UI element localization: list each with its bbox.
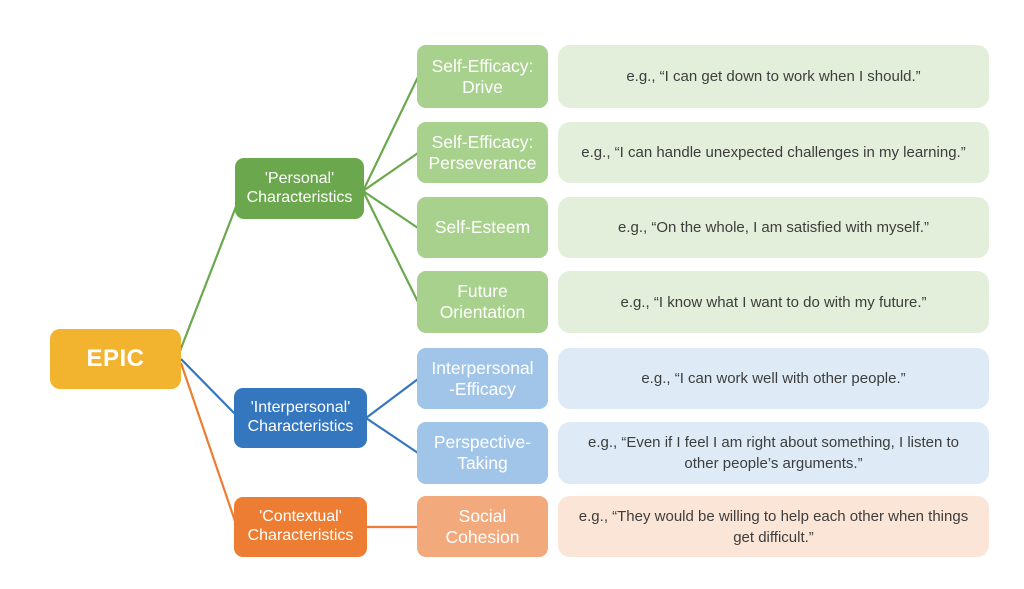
connector-personal-drive <box>362 76 419 192</box>
node-interpersonal-efficacy: Interpersonal -Efficacy <box>417 348 548 409</box>
node-future-orientation: Future Orientation <box>417 271 548 333</box>
connector-interpersonal-perspective <box>365 417 419 454</box>
example-self-esteem: e.g., “On the whole, I am satisfied with… <box>558 197 989 258</box>
example-self-efficacy-perseverance: e.g., “I can handle unexpected challenge… <box>558 122 989 183</box>
connector-personal-future <box>362 190 419 303</box>
branch-interpersonal-characteristics: 'Interpersonal' Characteristics <box>234 388 367 448</box>
node-social-cohesion: Social Cohesion <box>417 496 548 557</box>
example-social-cohesion: e.g., “They would be willing to help eac… <box>558 496 989 557</box>
example-interpersonal-efficacy: e.g., “I can work well with other people… <box>558 348 989 409</box>
node-self-esteem: Self-Esteem <box>417 197 548 258</box>
node-perspective-taking: Perspective- Taking <box>417 422 548 484</box>
branch-contextual-characteristics: 'Contextual' Characteristics <box>234 497 367 557</box>
connector-personal-perseverance <box>362 152 419 192</box>
connector-interpersonal-efficacy <box>365 378 419 419</box>
epic-root-node: EPIC <box>50 329 181 389</box>
example-perspective-taking: e.g., “Even if I feel I am right about s… <box>558 422 989 484</box>
branch-personal-characteristics: 'Personal' Characteristics <box>235 158 364 219</box>
connector-epic-interpersonal <box>180 358 237 416</box>
example-future-orientation: e.g., “I know what I want to do with my … <box>558 271 989 333</box>
node-self-efficacy-perseverance: Self-Efficacy: Perseverance <box>417 122 548 183</box>
example-self-efficacy-drive: e.g., “I can get down to work when I sho… <box>558 45 989 108</box>
node-self-efficacy-drive: Self-Efficacy: Drive <box>417 45 548 108</box>
connector-personal-selfesteem <box>362 190 419 229</box>
connector-epic-personal <box>178 203 239 352</box>
connector-epic-contextual <box>179 362 238 525</box>
